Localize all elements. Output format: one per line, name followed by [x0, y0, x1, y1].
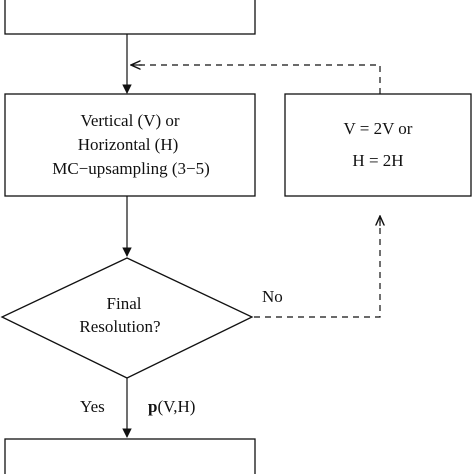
upsample-text-line2: Horizontal (H)	[77, 135, 179, 154]
update-box	[284, 93, 472, 197]
no-branch-dashed-line	[254, 221, 381, 318]
decision-text-line2: Resolution?	[79, 317, 161, 336]
output-label-bold: p	[148, 397, 158, 416]
output-label: p(V,H)	[148, 398, 195, 415]
no-branch-label: No	[262, 287, 283, 306]
update-text-line2: H = 2H	[352, 151, 404, 170]
feedback-dashed-line	[138, 64, 381, 94]
update-text-line1: V = 2V or	[343, 119, 413, 138]
top-process-box	[4, 0, 256, 35]
upsample-box	[4, 93, 256, 197]
yes-branch-label: Yes	[80, 397, 105, 416]
upsample-text-line3: MC−upsampling (3−5)	[52, 159, 210, 178]
output-label-rest: (V,H)	[157, 397, 196, 416]
bottom-output-box	[4, 438, 256, 474]
upsample-text-line1: Vertical (V) or	[80, 111, 180, 130]
decision-text-line1: Final	[106, 294, 142, 313]
